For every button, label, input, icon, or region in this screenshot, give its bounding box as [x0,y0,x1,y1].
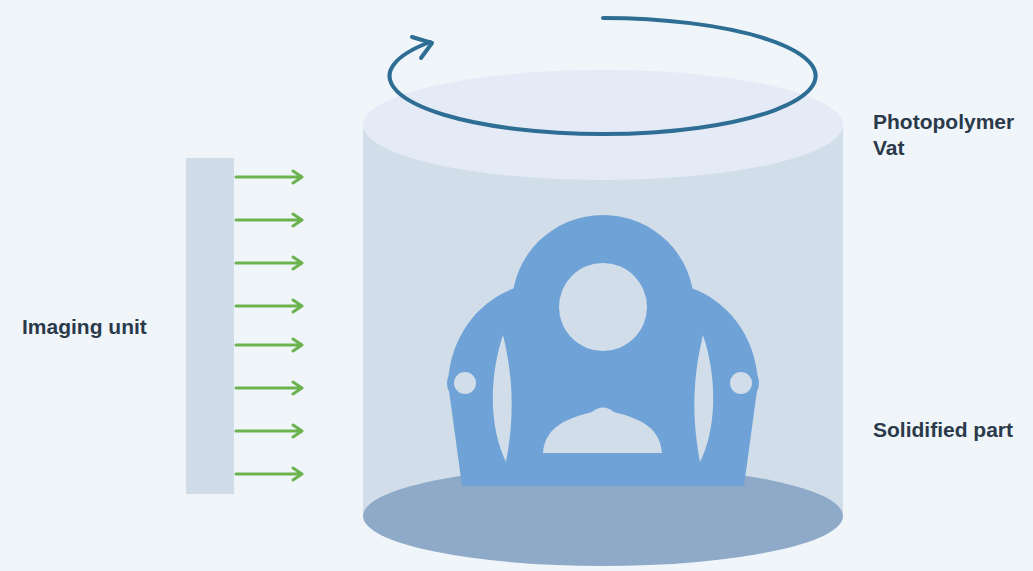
solidified-part [447,215,759,486]
part-right-lug [723,365,759,401]
part-left-hole [454,372,476,394]
light-beam-arrow [236,300,302,312]
light-beams [236,171,302,480]
part-left-lug [447,365,483,401]
part-cutouts [454,263,752,462]
vat-label: Photopolymer Vat [873,109,1023,162]
rotation-arrow [390,18,816,134]
light-beam-arrow [236,382,302,394]
rotation-arrowhead [412,37,432,58]
light-beam-arrow [236,171,302,183]
vat-body [363,125,843,516]
part-label: Solidified part [873,417,1013,443]
part-right-hole [730,372,752,394]
light-beam-arrow [236,339,302,351]
imaging-unit [186,158,234,494]
vat-top [363,70,843,180]
light-beam-arrow [236,425,302,437]
part-left-opening [493,335,512,462]
part-head-hole [559,263,647,351]
part-base-cutout [543,408,662,454]
part-body [504,215,702,486]
light-beam-arrow [236,468,302,480]
light-beam-arrow [236,214,302,226]
part-right-opening [694,335,713,462]
imaging-unit-label: Imaging unit [22,314,147,340]
light-beam-arrow [236,257,302,269]
